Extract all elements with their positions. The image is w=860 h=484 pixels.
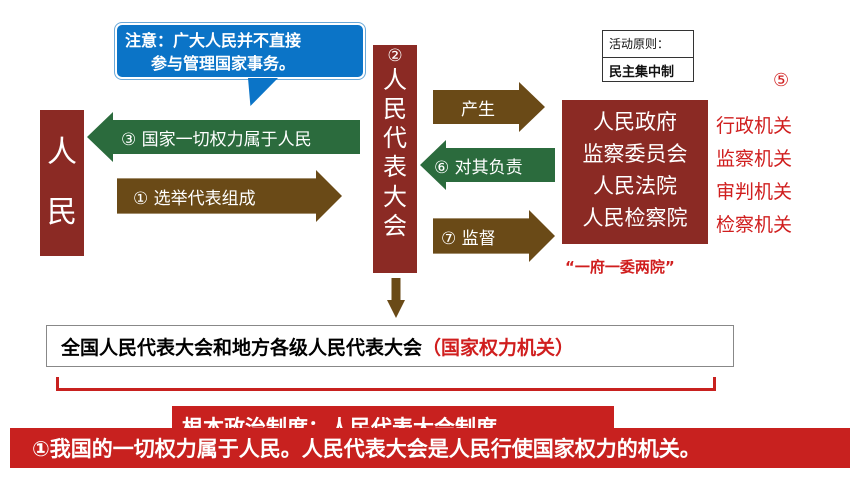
npc-box: ② 人 民 代 表 大 会 [373,45,417,273]
npc-char-6: 会 [383,212,407,241]
principle-box: 活动原则： 民主集中制 [602,30,694,82]
down-arrow-icon [387,278,405,318]
state-organs-box: 人民政府 监察委员会 人民法院 人民检察院 [562,100,708,244]
arrow-produce: 产生 [433,82,545,132]
npc-char-1: 人 [383,65,407,94]
arrow-supervise: ⑦ 监督 [433,210,555,262]
organ-type-supervisory: 监察机关 [716,148,793,170]
organ-type-judicial: 审判机关 [716,181,793,203]
callout-line-2: 参与管理国家事务。 [151,54,296,73]
arrow-responsible-label: ⑥ 对其负责 [434,157,523,178]
arrow-election: ① 选举代表组成 [117,170,342,222]
npc-full-name-box: 全国人民代表大会和地方各级人民代表大会 （国家权力机关） [46,325,734,367]
organ-type-procuratorial: 检察机关 [716,214,793,236]
bottom-banner-text: ①我国的一切权力属于人民。人民代表大会是人民行使国家权力的机关。 [32,437,701,461]
organ-types-list: 行政机关 监察机关 审判机关 检察机关 [716,110,792,242]
callout-bubble: 注意：广大人民并不直接 参与管理国家事务。 [115,23,365,79]
npc-full-name: 全国人民代表大会和地方各级人民代表大会 [61,336,423,359]
organs-number: ⑤ [773,70,790,91]
npc-char-4: 表 [383,153,407,182]
people-box: 人 民 [40,110,84,256]
people-char-2: 民 [47,194,77,230]
callout-line-1: 注意：广大人民并不直接 [125,31,302,50]
bottom-banner: ①我国的一切权力属于人民。人民代表大会是人民行使国家权力的机关。 [10,428,850,468]
organ-court: 人民法院 [593,174,677,198]
principle-value: 民主集中制 [603,57,693,80]
arrow-power-label: ③ 国家一切权力属于人民 [121,129,312,150]
principle-label: 活动原则： [609,37,670,51]
organ-type-administrative: 行政机关 [716,115,793,137]
arrow-responsible: ⑥ 对其负责 [420,140,555,190]
arrow-power-belongs-to-people: ③ 国家一切权力属于人民 [87,112,360,162]
organs-summary: “一府一委两院” [565,258,675,276]
callout-tail [248,78,278,106]
npc-char-2: 民 [383,94,407,123]
arrow-supervise-label: ⑦ 监督 [441,228,496,249]
bracket-line [56,377,716,391]
organ-procuratorate: 人民检察院 [582,206,688,230]
npc-char-5: 大 [383,182,407,211]
arrow-produce-label: 产生 [461,99,495,120]
hidden-banner: 根本政治制度：人民代表大会制度 [172,406,614,430]
arrow-election-label: ① 选举代表组成 [133,188,256,209]
organ-supervision-commission: 监察委员会 [582,142,688,166]
npc-full-note: （国家权力机关） [422,336,575,359]
npc-number: ② [387,46,403,66]
people-char-1: 人 [47,134,77,170]
npc-char-3: 代 [383,124,407,153]
organ-government: 人民政府 [593,110,677,134]
